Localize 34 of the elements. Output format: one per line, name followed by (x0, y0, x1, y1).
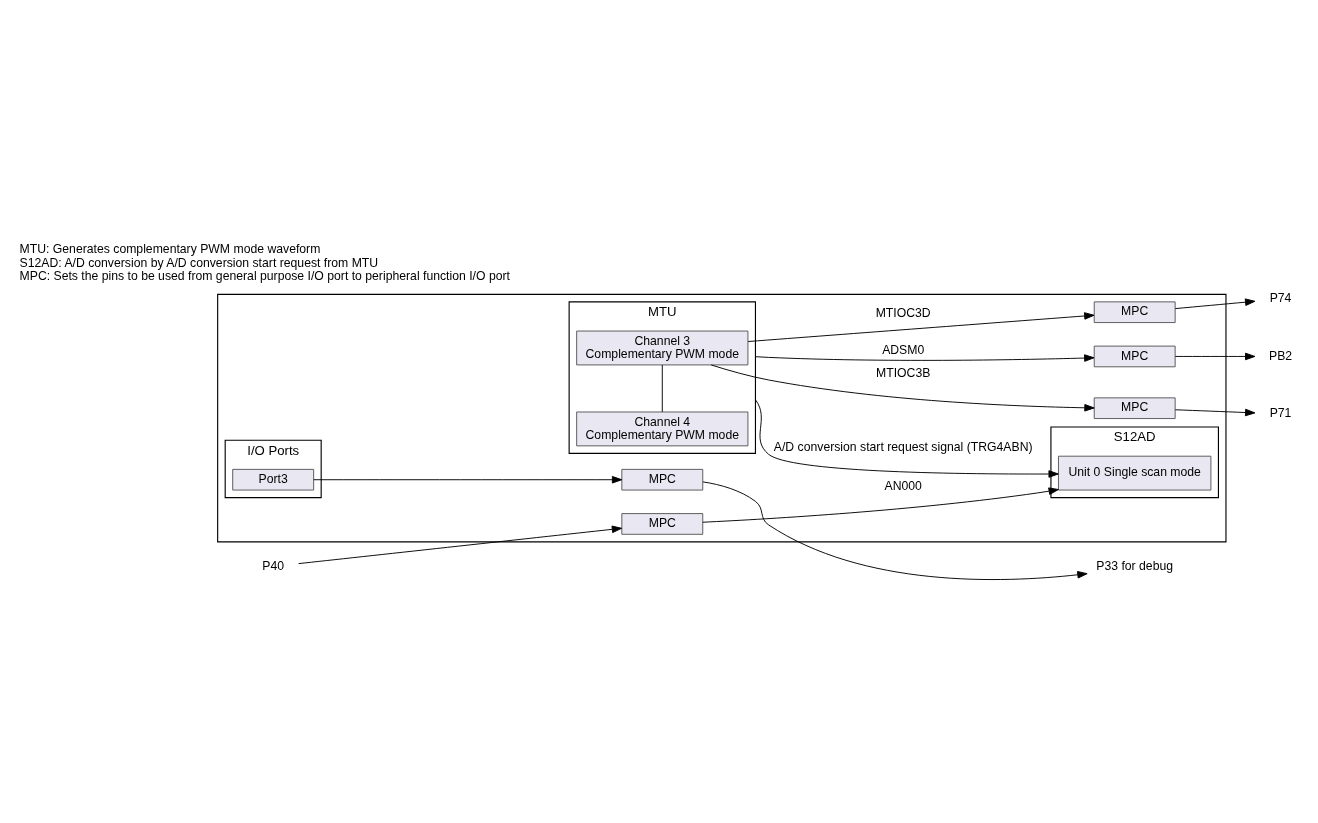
node-box: MPC (1093, 345, 1176, 368)
label: MTU: Generates complementary PWM mode waveform (19, 242, 321, 257)
arrow (747, 312, 1095, 342)
node-box: Unit 0 Single scan mode (1058, 455, 1212, 491)
arrow (702, 481, 1088, 580)
arrow (755, 399, 1059, 478)
arrow (710, 364, 1095, 412)
node-text: P74 (1269, 291, 1292, 306)
edge-label: MTIOC3B (876, 365, 931, 380)
edge-label: AN000 (884, 478, 922, 493)
arrow (313, 475, 623, 484)
edge-label: MTIOC3D (875, 306, 931, 321)
edge-label: ADSM0 (882, 343, 925, 357)
node-box: MPC (621, 468, 704, 491)
node-box: Port3 (232, 468, 315, 491)
arrow (1174, 298, 1256, 310)
node-text: P40 (262, 558, 285, 573)
node-box: MPC (621, 513, 704, 535)
node-box: Channel 4 Complementary PWM mode (576, 411, 749, 447)
node-box: MPC (1093, 397, 1176, 420)
arrow (755, 354, 1095, 362)
node-text: P71 (1269, 406, 1292, 421)
node-box: Channel 3 Complementary PWM mode (576, 330, 749, 366)
node-box: MPC (1093, 301, 1176, 324)
label: S12AD: A/D conversion by A/D conversion start request from MTU (19, 255, 379, 270)
node-text: P33 for debug (1096, 558, 1174, 573)
cluster (217, 293, 1227, 543)
edge-label: A/D conversion start request signal (TRG4ABN) (773, 439, 1033, 454)
arrow (298, 525, 623, 565)
arrow (1174, 408, 1256, 417)
arrow (702, 487, 1059, 523)
node-text: PB2 (1268, 348, 1293, 363)
connector (661, 364, 663, 413)
arrow (1174, 352, 1256, 361)
